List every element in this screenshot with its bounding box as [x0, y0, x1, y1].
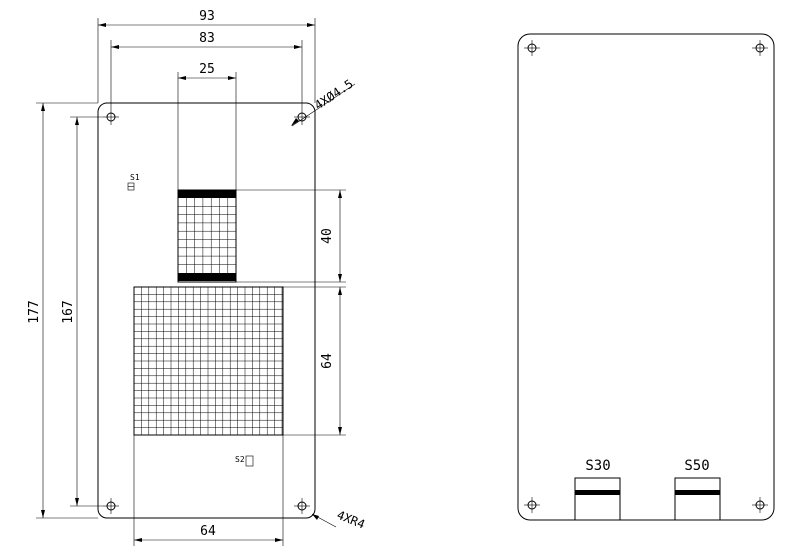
mounting-hole-bottom-left — [103, 498, 119, 514]
rear-hole-bottom-right — [752, 497, 768, 513]
mounting-hole-bottom-right — [294, 498, 310, 514]
rear-hole-top-left — [524, 40, 540, 56]
rear-hole-top-right — [752, 40, 768, 56]
dim-top-window-width: 25 — [177, 62, 237, 190]
front-panel-outline — [97, 102, 316, 519]
rear-view: S30 S50 — [517, 33, 775, 521]
callout-hole-diameter-text: 4XØ4.5 — [312, 77, 356, 113]
rear-hole-bottom-left — [524, 497, 540, 513]
rear-panel-outline — [517, 33, 775, 521]
connector-s30-label: S30 — [585, 458, 610, 474]
connector-s50: S50 — [674, 458, 721, 521]
top-window-upper-bar — [178, 190, 236, 198]
dim-hole-spacing-height-text: 167 — [61, 300, 76, 323]
mounting-hole-top-left — [103, 109, 119, 125]
front-view: S1 S2 93 83 — [27, 9, 367, 546]
dim-main-window-height-text: 64 — [320, 353, 335, 369]
switch-s1: S1 — [127, 173, 140, 191]
dim-overall-height: 177 — [27, 102, 98, 519]
dim-overall-width: 93 — [97, 9, 316, 103]
dim-main-window-height: 64 — [283, 286, 346, 436]
s2-label: S2 — [235, 455, 245, 464]
dim-hole-spacing-height: 167 — [61, 116, 103, 507]
dim-overall-width-text: 93 — [199, 9, 215, 24]
connector-s30: S30 — [574, 458, 621, 521]
top-window — [177, 189, 237, 283]
dim-hole-spacing-width: 83 — [110, 31, 303, 109]
callout-hole-diameter: 4XØ4.5 — [291, 77, 356, 127]
switch-s2: S2 — [235, 455, 254, 467]
callout-corner-radius: 4XR4 — [311, 508, 367, 532]
dim-top-window-width-text: 25 — [199, 62, 215, 77]
dim-hole-spacing-width-text: 83 — [199, 31, 215, 46]
connector-s50-label: S50 — [684, 458, 709, 474]
dim-main-window-width: 64 — [133, 435, 284, 546]
top-window-grid — [178, 198, 236, 273]
dim-top-window-height: 40 — [236, 189, 346, 283]
main-window-grid — [134, 287, 283, 435]
s1-label: S1 — [130, 173, 140, 182]
dim-top-window-height-text: 40 — [320, 228, 335, 244]
callout-corner-radius-text: 4XR4 — [335, 508, 367, 532]
dim-overall-height-text: 177 — [27, 300, 42, 323]
dim-main-window-width-text: 64 — [200, 524, 216, 539]
top-window-lower-bar — [178, 273, 236, 281]
main-window — [133, 286, 284, 436]
